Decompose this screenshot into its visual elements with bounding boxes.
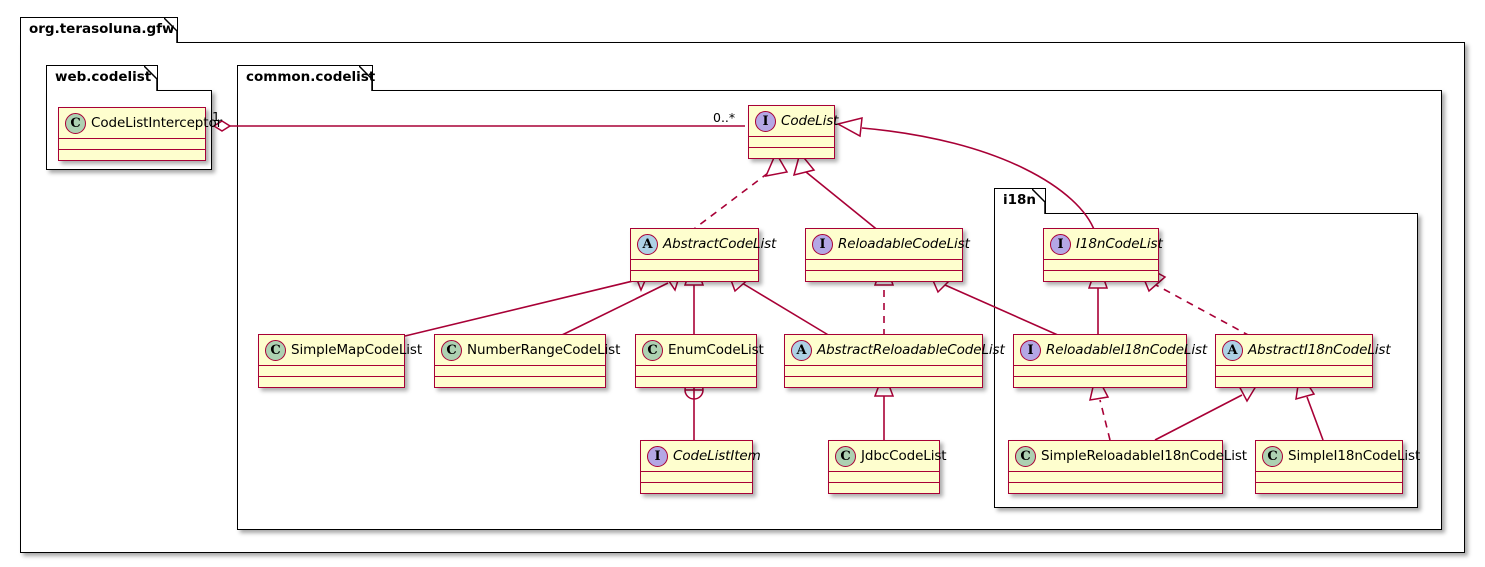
class-box-reloadable-code-list[interactable]: I ReloadableCodeList [805,228,970,282]
operations-compartment [636,377,756,387]
operations-compartment [749,148,834,158]
operations-compartment [1044,271,1158,281]
class-stereotype-icon: C [835,445,856,467]
class-stereotype-icon: C [1015,445,1036,467]
class-name: I18nCodeList [1076,236,1163,252]
class-name: ReloadableI18nCodeList [1046,342,1208,358]
package-tab-i18n: i18n [994,188,1046,214]
class-box-i18n-code-list[interactable]: I I18nCodeList [1043,228,1163,282]
class-box-abstract-i18n-code-list[interactable]: A AbstractI18nCodeList [1215,334,1391,388]
operations-compartment [785,377,982,387]
class-stereotype-icon: A [637,233,658,255]
class-stereotype-icon: I [1020,339,1041,361]
class-stereotype-icon: I [1050,233,1071,255]
package-tab-common-codelist: common.codelist [237,65,376,91]
attributes-compartment [259,366,404,377]
class-box-simple-map-code-list[interactable]: C SimpleMapCodeList [258,334,422,388]
attributes-compartment [435,366,605,377]
operations-compartment [631,271,758,281]
class-name: AbstractCodeList [663,236,777,252]
class-box-code-list-item[interactable]: I CodeListItem [640,440,761,494]
class-box-reloadable-i18n-code-list[interactable]: I ReloadableI18nCodeList [1013,334,1207,388]
package-org-terasoluna-gfw [20,42,1465,553]
attributes-compartment [1256,472,1402,483]
class-stereotype-icon: C [441,339,462,361]
operations-compartment [1256,483,1402,493]
class-box-jdbc-code-list[interactable]: C JdbcCodeList [828,440,947,494]
attributes-compartment [829,472,939,483]
class-box-code-list-interceptor[interactable]: C CodeListInterceptor [58,107,222,161]
attributes-compartment [749,137,834,148]
class-stereotype-icon: C [265,339,286,361]
class-stereotype-icon: C [642,339,663,361]
class-name: CodeListInterceptor [91,115,223,131]
class-stereotype-icon: C [65,112,86,134]
attributes-compartment [631,260,758,271]
class-box-number-range-code-list[interactable]: C NumberRangeCodeList [434,334,620,388]
class-name: CodeListItem [673,448,761,464]
class-box-simple-reloadable-i18n-code-list[interactable]: C SimpleReloadableI18nCodeList [1008,440,1247,494]
operations-compartment [829,483,939,493]
package-label-web-codelist: web.codelist [55,69,152,85]
class-box-enum-code-list[interactable]: C EnumCodeList [635,334,764,388]
class-name: NumberRangeCodeList [467,342,621,358]
package-common-codelist [237,90,1442,530]
attributes-compartment [1044,260,1158,271]
attributes-compartment [785,366,982,377]
attributes-compartment [59,139,205,150]
operations-compartment [259,377,404,387]
class-name: JdbcCodeList [861,448,947,464]
package-tab-org-terasoluna-gfw: org.terasoluna.gfw [20,17,178,43]
class-name: SimpleMapCodeList [291,342,423,358]
class-stereotype-icon: I [812,233,833,255]
class-stereotype-icon: I [647,445,668,467]
class-stereotype-icon: A [791,339,812,361]
attributes-compartment [806,260,962,271]
class-name: SimpleReloadableI18nCodeList [1041,448,1248,464]
class-name: ReloadableCodeList [838,236,970,252]
operations-compartment [1014,377,1186,387]
class-name: SimpleI18nCodeList [1288,448,1421,464]
attributes-compartment [1009,472,1222,483]
class-name: CodeList [781,113,839,129]
attributes-compartment [1216,366,1372,377]
operations-compartment [806,271,962,281]
operations-compartment [435,377,605,387]
class-box-abstract-reloadable-code-list[interactable]: A AbstractReloadableCodeList [784,334,1005,388]
class-stereotype-icon: I [755,110,776,132]
attributes-compartment [636,366,756,377]
class-box-abstract-code-list[interactable]: A AbstractCodeList [630,228,776,282]
attributes-compartment [1014,366,1186,377]
class-stereotype-icon: A [1222,339,1243,361]
package-tab-web-codelist: web.codelist [46,65,158,91]
operations-compartment [641,483,752,493]
multiplicity-label-target: 0..* [713,110,736,125]
package-label-org-terasoluna-gfw: org.terasoluna.gfw [29,21,175,37]
operations-compartment [1216,377,1372,387]
class-box-code-list[interactable]: I CodeList [748,105,839,159]
class-name: AbstractReloadableCodeList [817,342,1005,358]
operations-compartment [59,150,205,160]
attributes-compartment [641,472,752,483]
class-name: AbstractI18nCodeList [1248,342,1391,358]
class-stereotype-icon: C [1262,445,1283,467]
operations-compartment [1009,483,1222,493]
multiplicity-label-source: 1 [212,109,220,124]
class-name: EnumCodeList [668,342,764,358]
package-label-common-codelist: common.codelist [246,69,376,85]
package-label-i18n: i18n [1003,192,1037,208]
class-box-simple-i18n-code-list[interactable]: C SimpleI18nCodeList [1255,440,1420,494]
package-i18n [994,213,1418,508]
